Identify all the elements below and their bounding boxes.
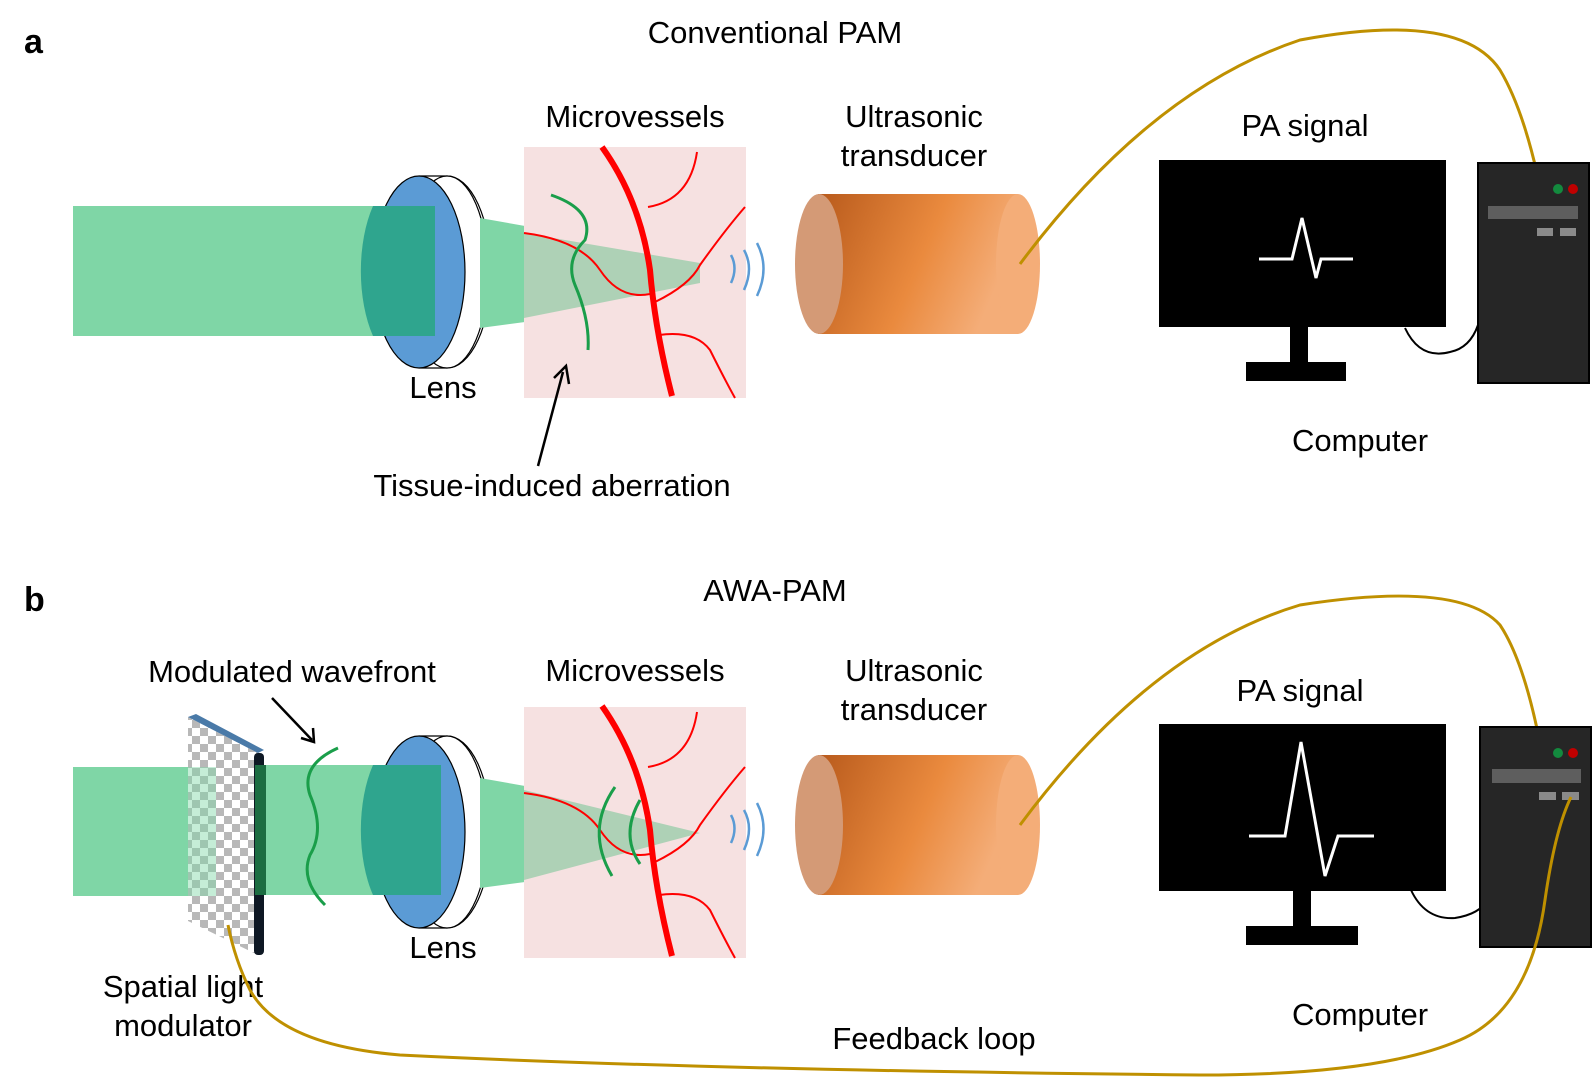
computer-tower xyxy=(1479,726,1592,948)
panel-a: a Conventional PAM xyxy=(24,15,1590,503)
computer-label: Computer xyxy=(1292,423,1428,458)
converging-beam xyxy=(480,218,525,328)
panel-b-title: AWA-PAM xyxy=(703,573,847,608)
corrected-wavefront xyxy=(597,786,642,877)
aberration-arrow-icon xyxy=(536,363,571,467)
computer-tower xyxy=(1477,162,1590,384)
feedback-loop-cable xyxy=(226,796,1573,1077)
lens-label: Lens xyxy=(409,370,476,405)
modulated-wavefront-label: Modulated wavefront xyxy=(148,654,436,689)
slm-label: Spatial light xyxy=(103,969,264,1004)
signal-cable xyxy=(1018,594,1550,826)
monitor-cable xyxy=(1410,889,1488,920)
microvessels-label: Microvessels xyxy=(545,99,724,134)
monitor-cable xyxy=(1404,324,1479,355)
microvessels-label: Microvessels xyxy=(545,653,724,688)
lens xyxy=(360,175,492,369)
slm-edge-shade xyxy=(255,765,266,895)
feedback-loop-label: Feedback loop xyxy=(832,1021,1035,1056)
aberration-label: Tissue-induced aberration xyxy=(373,468,730,503)
ultrasound-waves-icon xyxy=(729,242,765,297)
panel-a-title: Conventional PAM xyxy=(648,15,902,50)
transducer-label: Ultrasonic xyxy=(845,99,983,134)
pa-waveform xyxy=(1249,741,1374,877)
focus-cone xyxy=(524,233,700,318)
computer-label: Computer xyxy=(1292,997,1428,1032)
transducer-label-2: transducer xyxy=(841,138,987,173)
transducer-label-2: transducer xyxy=(841,692,987,727)
spatial-light-modulator xyxy=(188,714,264,955)
ultrasound-waves-icon xyxy=(729,802,765,857)
aberrated-wavefront xyxy=(550,193,590,351)
pa-signal-label: PA signal xyxy=(1242,108,1369,143)
ultrasonic-transducer xyxy=(795,194,1040,334)
pa-signal-label: PA signal xyxy=(1237,673,1364,708)
monitor xyxy=(1159,160,1446,381)
modulated-wavefront-curve xyxy=(305,746,339,907)
ultrasonic-transducer xyxy=(795,755,1040,895)
lens-label: Lens xyxy=(409,930,476,965)
panel-b: b AWA-PAM Modulated wavefront Spatial li… xyxy=(24,573,1592,1077)
panel-b-letter: b xyxy=(24,581,45,619)
transducer-label: Ultrasonic xyxy=(845,653,983,688)
panel-a-letter: a xyxy=(24,23,44,61)
converging-beam xyxy=(480,778,525,888)
slm-label-2: modulator xyxy=(114,1008,252,1043)
monitor xyxy=(1159,724,1446,945)
lens xyxy=(360,735,492,929)
focus-cone xyxy=(524,790,700,880)
microvessels xyxy=(523,145,746,399)
signal-cable xyxy=(1018,28,1550,265)
microvessels xyxy=(523,704,746,959)
pa-waveform xyxy=(1259,217,1353,279)
wavefront-arrow-icon xyxy=(271,697,316,744)
